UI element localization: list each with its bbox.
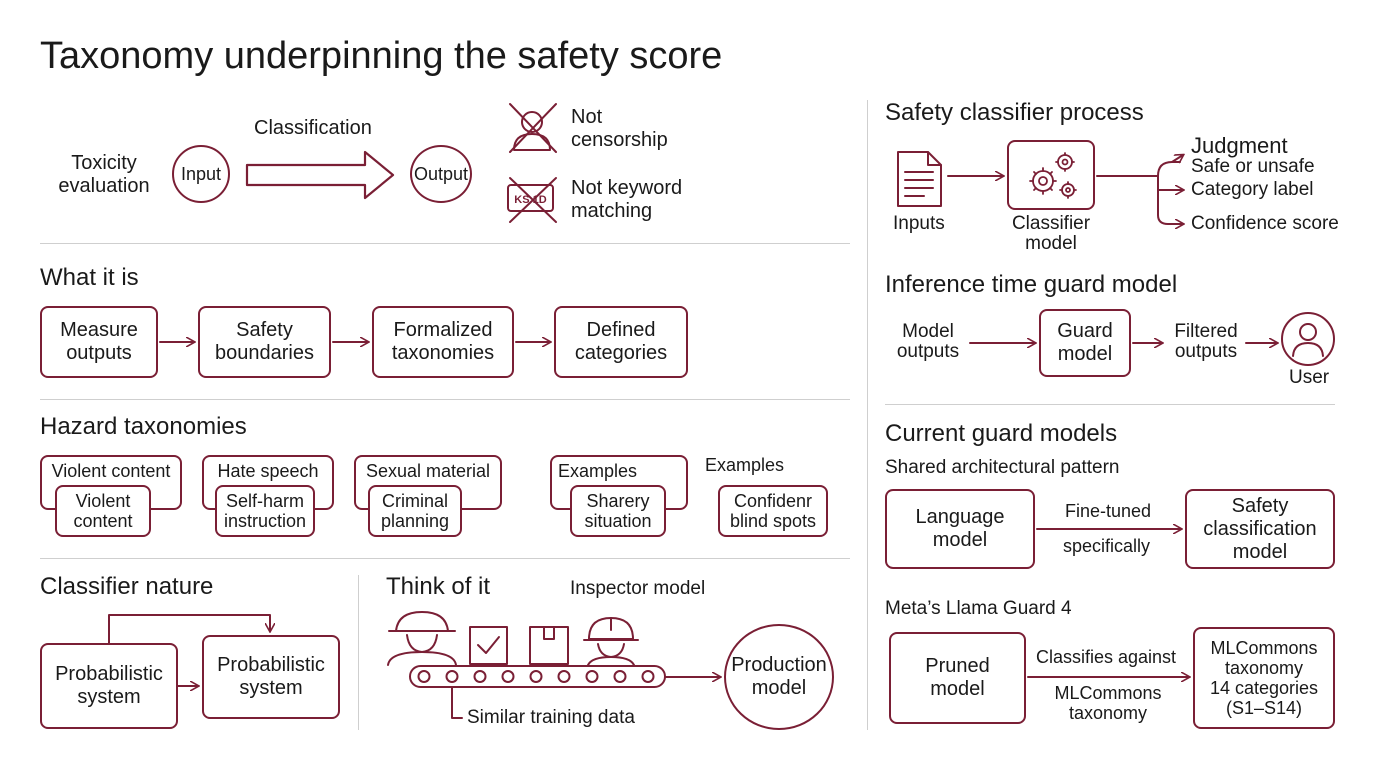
divider: [358, 575, 359, 730]
filtered-outputs-label: Filtered outputs: [1174, 321, 1238, 362]
classification-label: Classification: [254, 117, 372, 139]
section-heading-safety-classifier-process: Safety classifier process: [885, 99, 1144, 126]
divider: [885, 404, 1335, 405]
hazard-inner-self-harm: Self-harm instruction: [215, 485, 315, 537]
inspector-person-icon: [387, 611, 457, 666]
hazard-inner-confidence-blind-spots: Confidenr blind spots: [718, 485, 828, 537]
shared-pattern-subheading: Shared architectural pattern: [885, 457, 1120, 478]
user-icon: [1281, 312, 1335, 366]
inspector-model-label: Inspector model: [570, 578, 706, 599]
toxicity-evaluation-label: Toxicity evaluation: [58, 152, 150, 197]
keyword-crossed-icon: [507, 177, 557, 223]
mlcommons-taxonomy-label: MLCommons taxonomy: [1054, 683, 1162, 723]
step-formalized-taxonomies: Formalized taxonomies: [372, 306, 514, 378]
fine-tuned-label: Fine-tuned: [1065, 501, 1152, 521]
section-heading-think-of-it: Think of it: [386, 573, 491, 600]
probabilistic-system-box-2: Probabilistic system: [202, 635, 340, 719]
output-node: Output: [410, 145, 472, 203]
step-defined-categories: Defined categories: [554, 306, 688, 378]
hazard-label: Violent content: [51, 461, 171, 481]
inputs-label: Inputs: [893, 213, 945, 234]
hazard-inner-sharery-situation: Sharery situation: [570, 485, 666, 537]
not-keyword-label: Not keyword matching: [571, 177, 683, 222]
probabilistic-system-box-1: Probabilistic system: [40, 643, 178, 729]
step-safety-boundaries: Safety boundaries: [198, 306, 331, 378]
section-heading-classifier-nature: Classifier nature: [40, 573, 214, 600]
similar-training-data-label: Similar training data: [467, 707, 635, 728]
model-outputs-label: Model outputs: [896, 321, 960, 362]
page-title: Taxonomy underpinning the safety score: [40, 35, 723, 77]
divider: [867, 100, 868, 730]
mlcommons-taxonomy-box: MLCommons taxonomy 14 categories (S1–S14…: [1193, 627, 1335, 729]
input-node: Input: [172, 145, 230, 203]
meta-llama-guard-subheading: Meta’s Llama Guard 4: [885, 598, 1072, 619]
user-label: User: [1289, 367, 1330, 388]
judgment-label: Judgment: [1191, 133, 1288, 158]
hazard-label: Sexual material: [365, 461, 491, 481]
document-icon: [897, 151, 942, 207]
divider: [40, 243, 850, 244]
safe-unsafe-label: Safe or unsafe: [1191, 156, 1315, 177]
classifier-model-label: Classifier model: [1011, 213, 1091, 254]
check-box-icon: [469, 626, 508, 665]
hazard-label: Examples: [558, 461, 638, 481]
divider: [40, 558, 850, 559]
divider: [40, 399, 850, 400]
specifically-label: specifically: [1063, 536, 1151, 556]
keyword-icon-text: KS 1D: [514, 194, 546, 206]
gears-icon: [1029, 152, 1077, 199]
section-heading-inference-guard: Inference time guard model: [885, 271, 1178, 298]
classifies-against-label: Classifies against: [1036, 647, 1177, 667]
hazard-inner-criminal-planning: Criminal planning: [368, 485, 462, 537]
safety-classification-model-box: Safety classification model: [1185, 489, 1335, 569]
confidence-score-label: Confidence score: [1191, 213, 1339, 234]
person-crossed-icon: [509, 103, 557, 153]
section-heading-current-guard-models: Current guard models: [885, 420, 1118, 447]
not-censorship-label: Not censorship: [571, 106, 668, 151]
section-heading-hazard-taxonomies: Hazard taxonomies: [40, 413, 247, 440]
pruned-model-box: Pruned model: [889, 632, 1026, 724]
classification-arrow: [245, 150, 395, 200]
package-icon: [529, 626, 569, 665]
guard-model-box: Guard model: [1039, 309, 1131, 377]
category-label-label: Category label: [1191, 179, 1314, 200]
hazard-inner-violent-content: Violent content: [55, 485, 151, 537]
hazard-label-examples: Examples: [705, 455, 785, 475]
worker-hardhat-icon: [583, 617, 639, 666]
section-heading-what-it-is: What it is: [40, 264, 139, 291]
language-model-box: Language model: [885, 489, 1035, 569]
hazard-label: Hate speech: [217, 461, 319, 481]
conveyor-belt-icon: [409, 665, 666, 688]
step-measure-outputs: Measure outputs: [40, 306, 158, 378]
production-model-node: Production model: [724, 624, 834, 730]
